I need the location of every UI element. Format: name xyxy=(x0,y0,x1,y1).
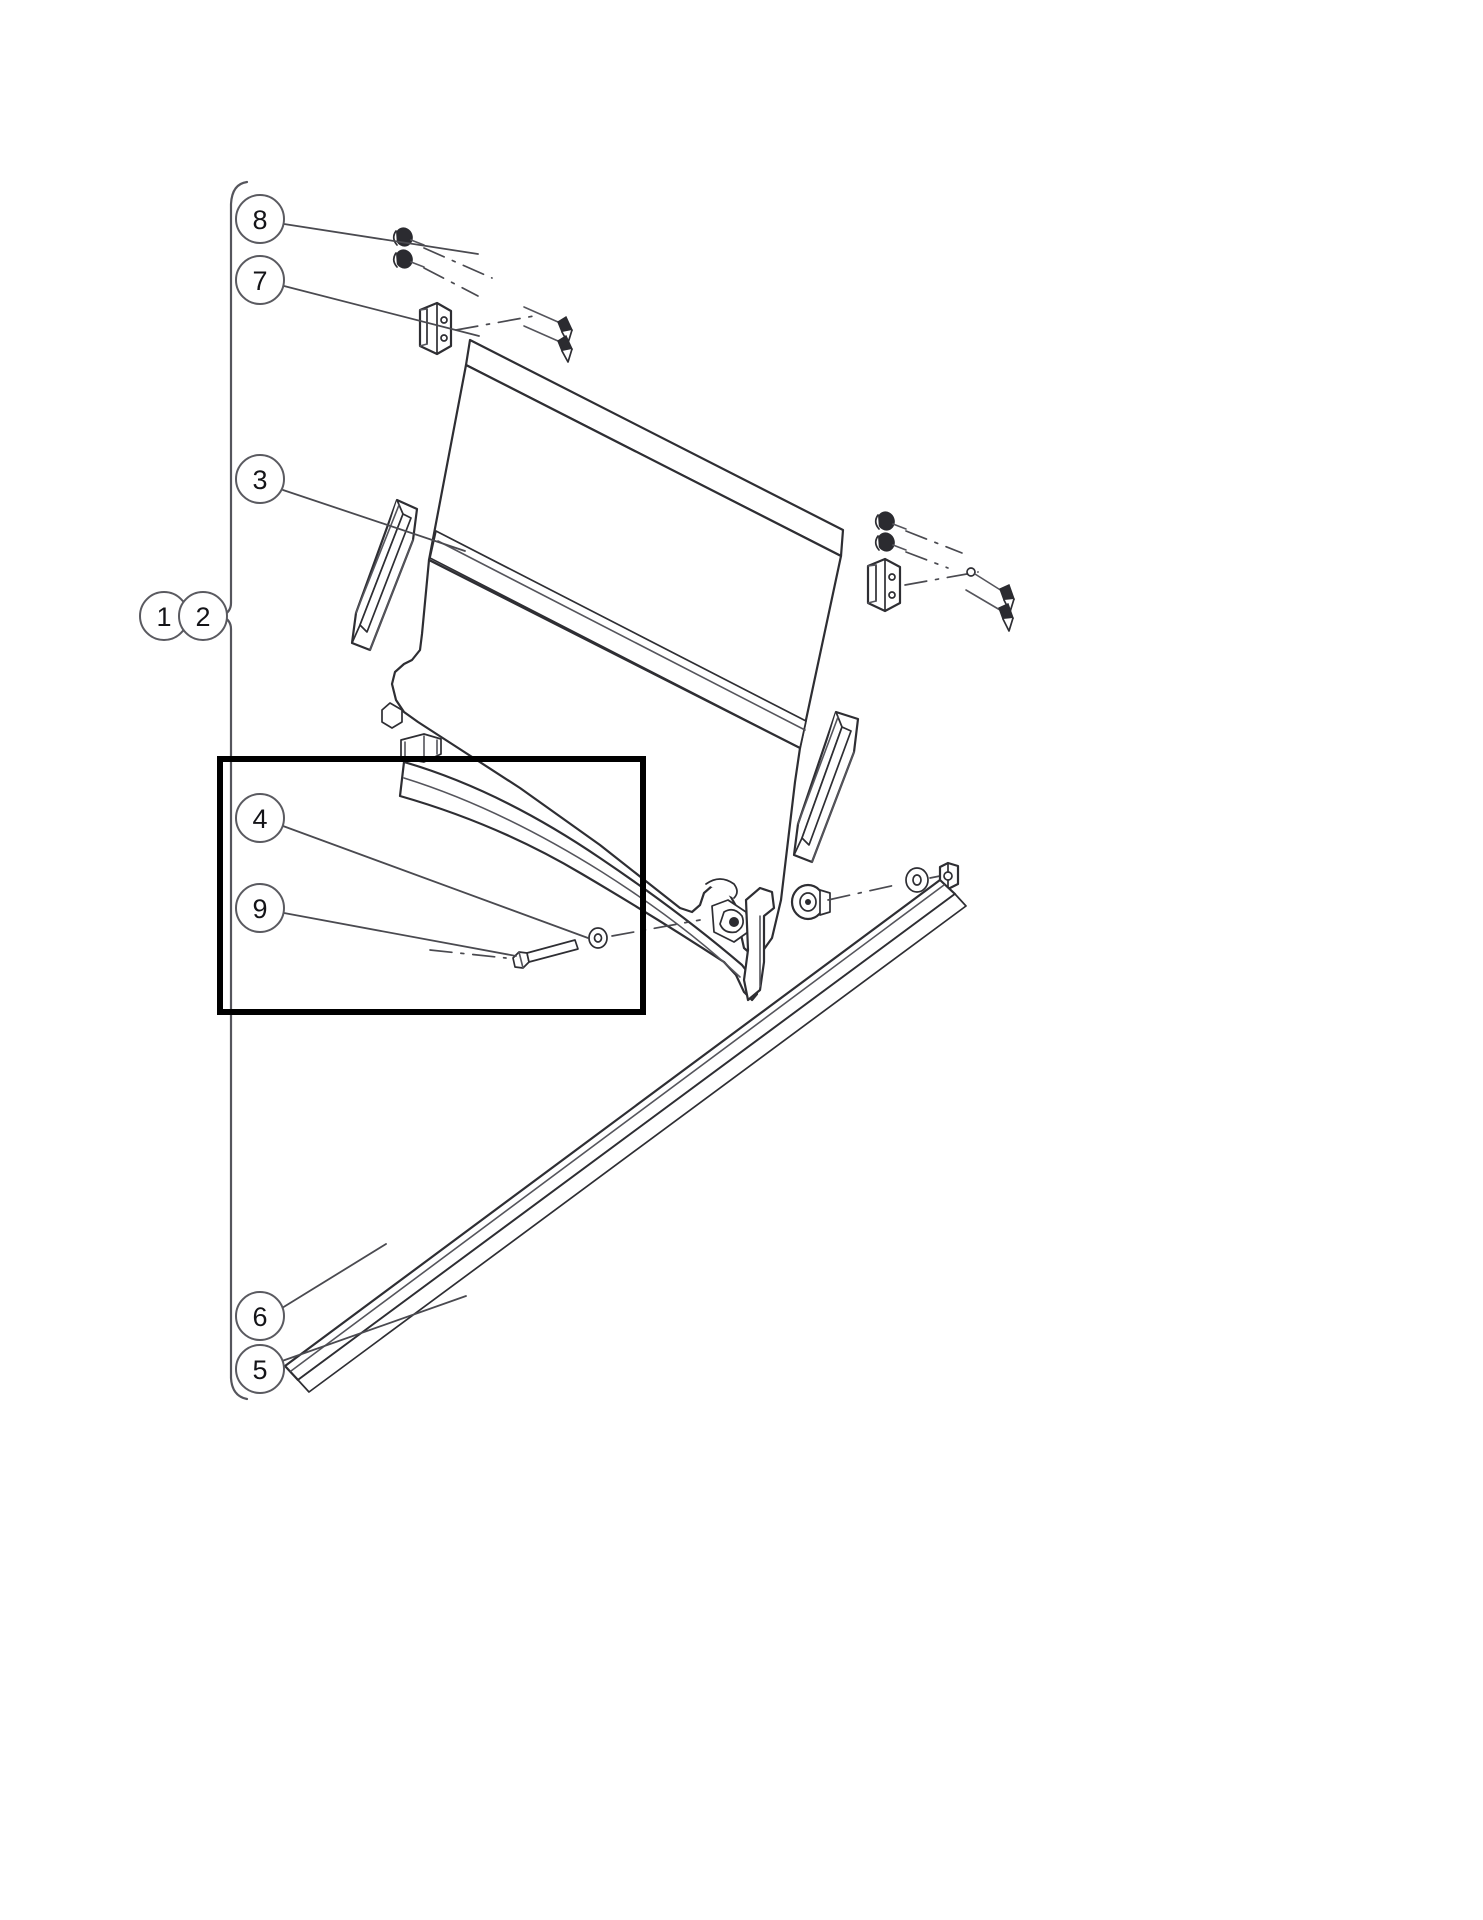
callout-circle-5[interactable] xyxy=(235,1344,285,1394)
leader-3 xyxy=(282,489,466,552)
leader-8 xyxy=(283,223,479,255)
callout-bubble-6[interactable]: 6 xyxy=(235,1291,285,1341)
callout-circle-7[interactable] xyxy=(235,255,285,305)
leader-4 xyxy=(282,825,589,939)
callout-circle-8[interactable] xyxy=(235,194,285,244)
part-5-6-lower-long-rail xyxy=(283,878,967,1393)
flat-head-screws-left xyxy=(523,306,574,363)
shoulder-bolt-eyelet xyxy=(588,927,608,949)
part-8-rivet-stud-pair-left xyxy=(392,227,425,269)
callout-bubble-7[interactable]: 7 xyxy=(235,255,285,305)
part-4-curved-arm-bracket xyxy=(398,760,776,1002)
leader-5 xyxy=(281,1295,467,1362)
callout-bubble-5[interactable]: 5 xyxy=(235,1344,285,1394)
leader-6 xyxy=(281,1243,387,1309)
part-8-rivet-stud-pair-right xyxy=(874,511,907,552)
group-bracket xyxy=(220,180,249,1401)
axis-line-studs-right-2 xyxy=(905,551,949,569)
callout-circle-2[interactable] xyxy=(178,591,228,641)
axis-line-roller xyxy=(827,883,901,901)
callout-circle-3[interactable] xyxy=(235,454,285,504)
callout-bubble-3[interactable]: 3 xyxy=(235,454,285,504)
callout-bubble-4[interactable]: 4 xyxy=(235,793,285,843)
axis-line-bolt-left xyxy=(429,949,507,959)
callout-circle-4[interactable] xyxy=(235,793,285,843)
axis-line-bracket-screws-left xyxy=(455,315,535,331)
axis-line-studs-left-2 xyxy=(423,267,479,297)
axis-line-bracket-screws-right xyxy=(904,571,979,586)
part-7-l-mounting-bracket xyxy=(418,301,453,356)
leader-9 xyxy=(283,912,517,957)
callout-bubble-9[interactable]: 9 xyxy=(235,883,285,933)
glass-panel xyxy=(381,338,845,957)
axis-line-bolt-eyelet xyxy=(611,919,701,937)
leader-lines xyxy=(281,223,589,1362)
callout-circle-9[interactable] xyxy=(235,883,285,933)
highlight-box xyxy=(217,756,646,1015)
leader-7 xyxy=(283,285,480,337)
axis-line-studs-left xyxy=(423,247,493,279)
callout-bubble-8[interactable]: 8 xyxy=(235,194,285,244)
callout-circle-6[interactable] xyxy=(235,1291,285,1341)
callout-bubbles: 8 7 3 1 2 4 9 xyxy=(139,194,285,1394)
part-3-guide-channel-rail-right xyxy=(792,710,860,864)
flat-head-screws-right xyxy=(965,567,1015,632)
l-mounting-bracket-right xyxy=(866,557,902,613)
part-3-guide-channel-rail xyxy=(350,498,419,652)
roller-bearing xyxy=(790,883,831,921)
part-9-shoulder-bolt xyxy=(512,939,579,969)
callout-bubble-2[interactable]: 2 xyxy=(178,591,228,641)
axis-line-studs-right xyxy=(905,530,963,554)
